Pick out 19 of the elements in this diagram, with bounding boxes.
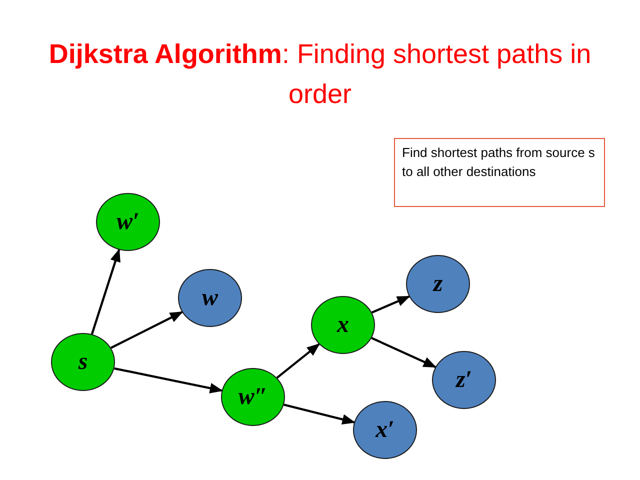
- title: Dijkstra Algorithm: Finding shortest paths in order: [48, 38, 592, 111]
- node-label: w: [202, 284, 218, 312]
- arrow: [114, 367, 224, 394]
- node-label: x: [337, 312, 349, 338]
- arrow: [284, 404, 356, 425]
- node-label: w′: [116, 208, 140, 236]
- note-box: [394, 138, 605, 207]
- note-text: Find shortest paths from source s to all other destinations: [402, 144, 596, 181]
- arrow: [371, 337, 437, 368]
- arrow: [276, 343, 320, 379]
- node-label: z′: [456, 366, 472, 394]
- arrow: [110, 311, 184, 349]
- node-label: z: [433, 270, 443, 298]
- arrow: [371, 295, 410, 314]
- graph-node: [311, 296, 375, 354]
- node-label: s: [78, 348, 88, 376]
- arrow: [90, 248, 120, 334]
- node-label: w″: [238, 384, 268, 410]
- node-label: x′: [376, 416, 394, 444]
